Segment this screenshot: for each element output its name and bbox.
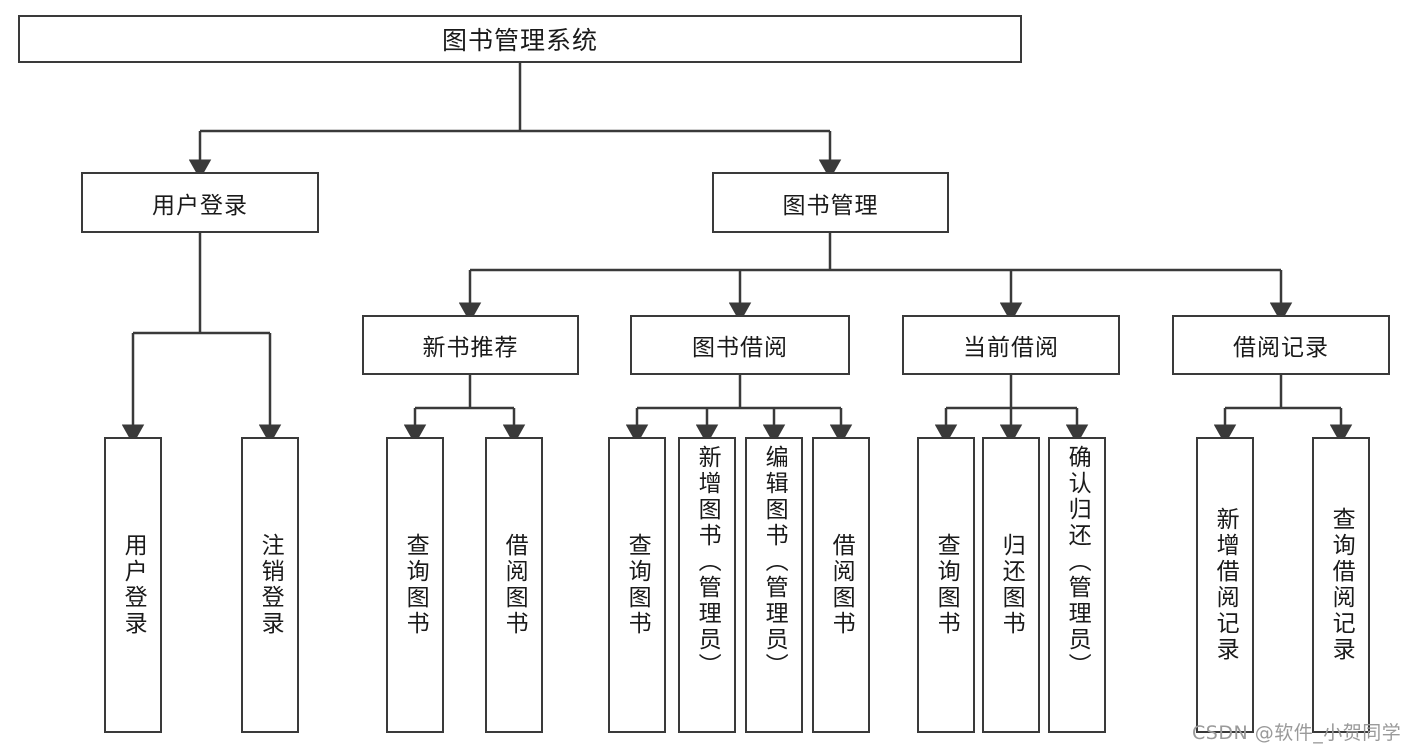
node-label: 归还图书 (998, 533, 1025, 637)
node-label: 新增借阅记录 (1212, 507, 1239, 663)
node-label: 查询图书 (933, 533, 960, 637)
node-leaf-4[interactable]: 查询图书 (608, 437, 666, 733)
node-label: 借阅图书 (501, 533, 528, 637)
node-leaf-12[interactable]: 查询借阅记录 (1312, 437, 1370, 733)
node-root[interactable]: 图书管理系统 (18, 15, 1022, 63)
node-leaf-9[interactable]: 归还图书 (982, 437, 1040, 733)
node-label: 确认归还（管理员） (1064, 445, 1091, 679)
node-label: 新书推荐 (422, 335, 519, 361)
node-leaf-10[interactable]: 确认归还（管理员） (1048, 437, 1106, 733)
node-label: 查询图书 (624, 533, 651, 637)
node-level2-3[interactable]: 借阅记录 (1172, 315, 1390, 375)
node-label: 借阅图书 (828, 533, 855, 637)
node-leaf-2[interactable]: 查询图书 (386, 437, 444, 733)
node-level2-2[interactable]: 当前借阅 (902, 315, 1120, 375)
node-label: 用户登录 (120, 533, 147, 637)
node-leaf-5[interactable]: 新增图书（管理员） (678, 437, 736, 733)
node-leaf-11[interactable]: 新增借阅记录 (1196, 437, 1254, 733)
node-label: 图书借阅 (692, 335, 788, 361)
node-label: 编辑图书（管理员） (761, 445, 788, 679)
node-level1-1[interactable]: 图书管理 (712, 172, 949, 233)
node-leaf-6[interactable]: 编辑图书（管理员） (745, 437, 803, 733)
node-label: 查询借阅记录 (1328, 507, 1355, 663)
node-label: 图书管理系统 (441, 26, 598, 55)
node-label: 注销登录 (257, 533, 284, 637)
node-leaf-7[interactable]: 借阅图书 (812, 437, 870, 733)
watermark-text: CSDN @软件_小贺同学 (1192, 722, 1402, 744)
node-label: 当前借阅 (963, 335, 1059, 361)
node-leaf-0[interactable]: 用户登录 (104, 437, 162, 733)
node-label: 查询图书 (402, 533, 429, 637)
node-label: 图书管理 (782, 192, 879, 219)
node-leaf-8[interactable]: 查询图书 (917, 437, 975, 733)
node-label: 借阅记录 (1233, 335, 1329, 361)
node-label: 用户登录 (152, 192, 248, 219)
node-level2-1[interactable]: 图书借阅 (630, 315, 850, 375)
node-leaf-3[interactable]: 借阅图书 (485, 437, 543, 733)
node-level2-0[interactable]: 新书推荐 (362, 315, 579, 375)
node-label: 新增图书（管理员） (694, 445, 721, 679)
node-level1-0[interactable]: 用户登录 (81, 172, 319, 233)
node-leaf-1[interactable]: 注销登录 (241, 437, 299, 733)
